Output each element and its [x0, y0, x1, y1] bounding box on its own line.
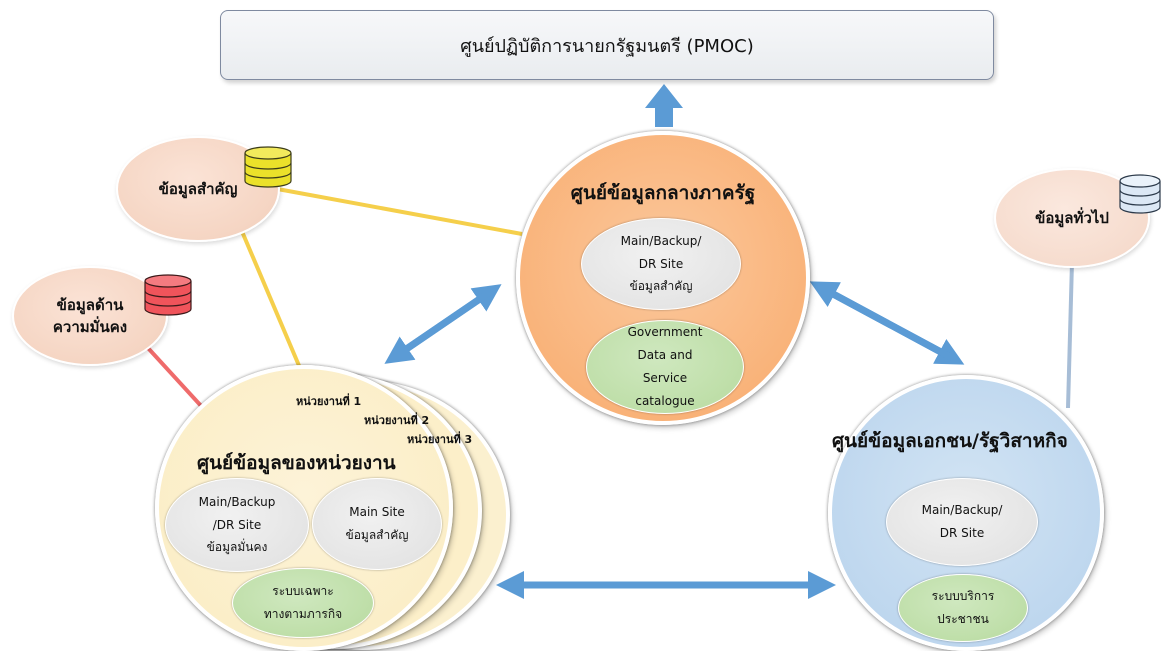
private-site-line1: Main/Backup/: [921, 503, 1003, 518]
mission-line2: ทางตามภารกิจ: [263, 607, 343, 621]
agency-unit-3-label: หน่วยงานที่ 3: [407, 433, 473, 446]
government-site-line2: DR Site: [638, 256, 684, 271]
general-data-line: [1066, 261, 1074, 409]
security-data-line2: ความมั่นคง: [52, 318, 128, 336]
private-center-title: ศูนย์ข้อมูลเอกชน/รัฐวิสาหกิจ: [832, 430, 1068, 452]
important-data-line-to-agency: [236, 221, 302, 369]
private-site-line2: DR Site: [939, 526, 985, 540]
agency-backup-line3: ข้อมูลมั่นคง: [206, 540, 268, 555]
security-data-bubble: ข้อมูลด้าน ความมั่นคง: [12, 266, 168, 366]
government-site-oval: Main/Backup/ DR Site ข้อมูลสำคัญ: [581, 218, 741, 310]
agency-unit-1-label: หน่วยงานที่ 1: [296, 395, 362, 408]
agency-center-title: ศูนย์ข้อมูลของหน่วยงาน: [197, 452, 396, 474]
security-data-line: [146, 346, 205, 410]
service-line1: ระบบบริการ: [931, 589, 995, 604]
private-service-oval: ระบบบริการ ประชาชน: [898, 574, 1028, 642]
agency-backup-site-oval: Main/Backup /DR Site ข้อมูลมั่นคง: [165, 478, 309, 572]
catalogue-line1: Government: [627, 325, 703, 340]
agency-mission-system-oval: ระบบเฉพาะ ทางตามภารกิจ: [232, 568, 374, 638]
important-data-label: ข้อมูลสำคัญ: [158, 179, 238, 198]
catalogue-line2: Data and: [637, 348, 693, 363]
arrow-agency-government: [384, 284, 502, 364]
agency-backup-line1: Main/Backup: [198, 494, 276, 509]
red-database-icon: [144, 274, 192, 316]
private-site-oval: Main/Backup/ DR Site: [886, 478, 1038, 566]
agency-backup-line2: /DR Site: [212, 517, 262, 532]
service-line2: ประชาชน: [937, 612, 989, 626]
security-data-line1: ข้อมูลด้าน: [56, 295, 124, 314]
agency-unit-2-label: หน่วยงานที่ 2: [364, 414, 430, 427]
agency-main-line1: Main Site: [349, 505, 405, 520]
arrow-government-private: [809, 281, 965, 365]
government-catalogue-oval: Government Data and Service catalogue: [586, 320, 744, 414]
government-site-line1: Main/Backup/: [620, 233, 702, 248]
mission-line1: ระบบเฉพาะ: [272, 584, 334, 599]
blue-database-icon: [1119, 174, 1161, 214]
pmoc-box: ศูนย์ปฏิบัติการนายกรัฐมนตรี (PMOC): [220, 10, 994, 80]
government-site-line3: ข้อมูลสำคัญ: [629, 279, 693, 294]
general-data-label: ข้อมูลทั่วไป: [1035, 208, 1109, 227]
arrow-up-to-pmoc: [645, 84, 683, 127]
pmoc-title: ศูนย์ปฏิบัติการนายกรัฐมนตรี (PMOC): [460, 35, 754, 57]
catalogue-line4: catalogue: [635, 393, 695, 408]
agency-main-line2: ข้อมูลสำคัญ: [345, 528, 409, 542]
yellow-database-icon: [244, 146, 292, 188]
government-center-title: ศูนย์ข้อมูลกลางภาครัฐ: [570, 182, 756, 204]
catalogue-line3: Service: [642, 371, 688, 385]
agency-main-site-oval: Main Site ข้อมูลสำคัญ: [312, 478, 442, 570]
important-data-line-to-government: [271, 186, 523, 236]
